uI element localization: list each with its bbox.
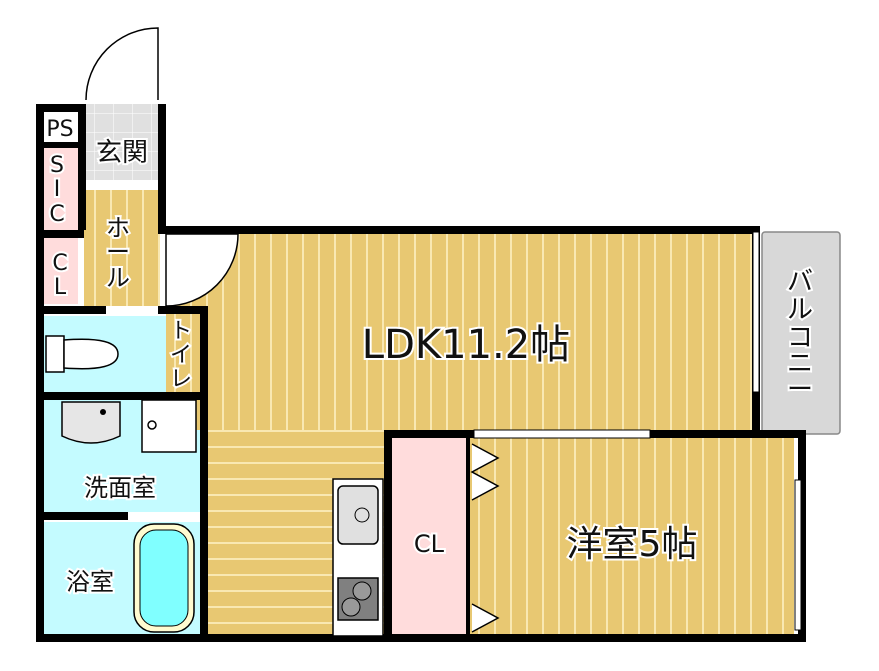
entrance-label: 玄関 [96,138,148,168]
western-room-label: 洋室5帖 [567,524,698,565]
washbasin-fixture [61,401,121,444]
balcony-window [752,231,760,393]
cl-small-label-2: L [54,275,67,300]
bath-label: 浴室 [66,568,114,596]
hall-label-3: ル [106,264,130,292]
hall-floor [84,190,160,306]
western-closet-floor [392,438,466,636]
sic-label-3: C [49,202,64,227]
ldk-label: LDK11.2帖 [362,322,570,368]
sic-label-2: I [54,177,61,202]
balcony-label-1: バ [787,267,813,297]
ldk-window [473,429,651,439]
hall-label-2: ー [106,238,130,266]
washroom-label: 洗面室 [84,474,156,502]
western-floor [470,438,794,636]
toilet-label-1: ト [170,319,192,344]
closet-folding-door [470,443,500,633]
western-window [794,479,802,631]
ldk-floor-upper [166,234,754,430]
entrance-floor [84,104,160,180]
entrance-door-swing [85,27,159,101]
washing-machine-pan [141,399,197,453]
sic-label-1: S [50,153,64,178]
bathtub-fixture [133,523,195,633]
toilet-label-2: イ [170,343,192,368]
cl-small-floor [44,238,78,304]
sic-floor [44,148,78,230]
balcony-label-2: ル [787,295,813,325]
western-closet-label: CL [414,530,445,558]
balcony-label-4: ニ [787,349,813,379]
kitchen-counter [332,478,384,637]
balcony-label-5: ー [787,375,813,405]
toilet-label-3: レ [170,367,192,392]
ps-label: PS [46,117,73,142]
cl-small-label-1: C [52,251,67,276]
ldk-door-swing [165,233,239,307]
balcony-label-3: コ [787,323,813,353]
hall-label-1: ホ [106,214,130,242]
toilet-fixture [45,335,119,373]
